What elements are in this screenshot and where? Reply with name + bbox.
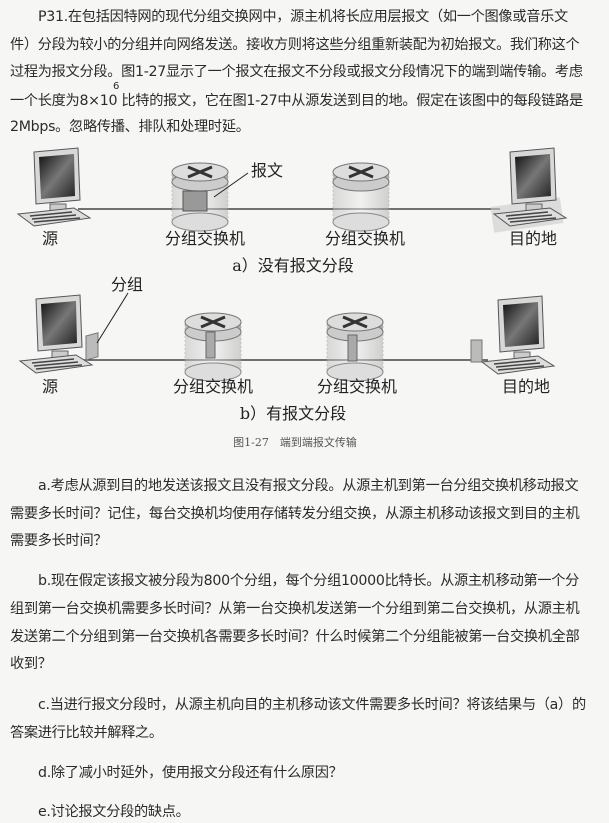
question-e-line: e.讨论报文分段的缺点。 [38, 804, 190, 820]
destination-computer-icon [493, 147, 567, 227]
destination-label: 目的地 [502, 377, 550, 396]
switch-label: 分组交换机 [325, 229, 405, 248]
question-d-line: d.除了减小时延外，使用报文分段还有什么原因？ [38, 765, 343, 781]
destination-label: 目的地 [509, 229, 557, 248]
caption-b: b）有报文分段 [240, 404, 346, 423]
packet-label: 分组 [111, 275, 143, 294]
question-b-line: 收到？ [10, 656, 52, 672]
exponent: 6 [113, 81, 120, 92]
switch-label: 分组交换机 [165, 229, 245, 248]
switch-label: 分组交换机 [173, 377, 253, 396]
pointer-line [96, 292, 129, 344]
source-label: 源 [42, 377, 58, 396]
message-label: 报文 [251, 161, 283, 180]
switch-icon [331, 161, 391, 233]
diagram-b: 分组 源 分组交换机 分组交换机 目的地 b）有报文分段 [19, 275, 555, 423]
packet-icon [470, 339, 483, 363]
packet-icon [205, 331, 216, 359]
question-b-line: 组到第一台交换机需要多长时间？从第一台交换机发送第一个分组到第二台交换机，从源主… [10, 601, 580, 617]
figure-1-27: 报文 源 分组交换机 分组交换机 目的地 a）没有报文分段 分组 源 分组交换机… [17, 147, 567, 449]
switch-label: 分组交换机 [317, 377, 397, 396]
packet-icon [347, 334, 358, 362]
destination-computer-icon [481, 295, 555, 375]
intro-line: 一个长度为8×10 比特的报文，它在图1-27中从源发送到目的地。假定在该图中的… [10, 93, 583, 109]
intro-line: P31.在包括因特网的现代分组交换网中，源主机将长应用层报文（如一个图像或音乐文 [38, 9, 568, 25]
intro-line: 2Mbps。忽略传播、排队和处理时延。 [10, 119, 250, 135]
question-b-line: 发送第二个分组到第一台交换机各需要多长时间？什么时候第二个分组能被第一台交换机全… [10, 629, 580, 645]
diagram-a: 报文 源 分组交换机 分组交换机 目的地 a）没有报文分段 [17, 147, 567, 275]
intro-line: 件）分段为较小的分组并向网络发送。接收方则将这些分组重新装配为初始报文。我们称这… [10, 37, 580, 53]
question-a-line: 需要多长时间？记住，每台交换机均使用存储转发分组交换，从源主机移动该报文到目的主… [10, 506, 580, 522]
question-a-line: a.考虑从源到目的地发送该报文且没有报文分段。从源主机到第一台分组交换机移动报文 [38, 478, 579, 494]
message-block-icon [182, 190, 208, 212]
question-a-line: 需要多长时间？ [10, 533, 108, 549]
source-computer-icon [19, 294, 93, 374]
source-label: 源 [42, 229, 58, 248]
pointer-line [213, 172, 249, 198]
question-c-line: 答案进行比较并解释之。 [10, 725, 163, 741]
packet-icon [85, 332, 99, 361]
question-c-line: c.当进行报文分段时，从源主机向目的主机移动该文件需要多长时间？将该结果与（a）… [38, 697, 586, 713]
figure-caption: 图1-27 端到端报文传输 [233, 435, 357, 449]
caption-a: a）没有报文分段 [232, 256, 354, 275]
source-computer-icon [17, 147, 91, 227]
question-b-line: b.现在假定该报文被分段为800个分组，每个分组10000比特长。从源主机移动第… [38, 573, 580, 589]
intro-line: 过程为报文分段。图1-27显示了一个报文在报文不分段或报文分段情况下的端到端传输… [10, 64, 583, 80]
